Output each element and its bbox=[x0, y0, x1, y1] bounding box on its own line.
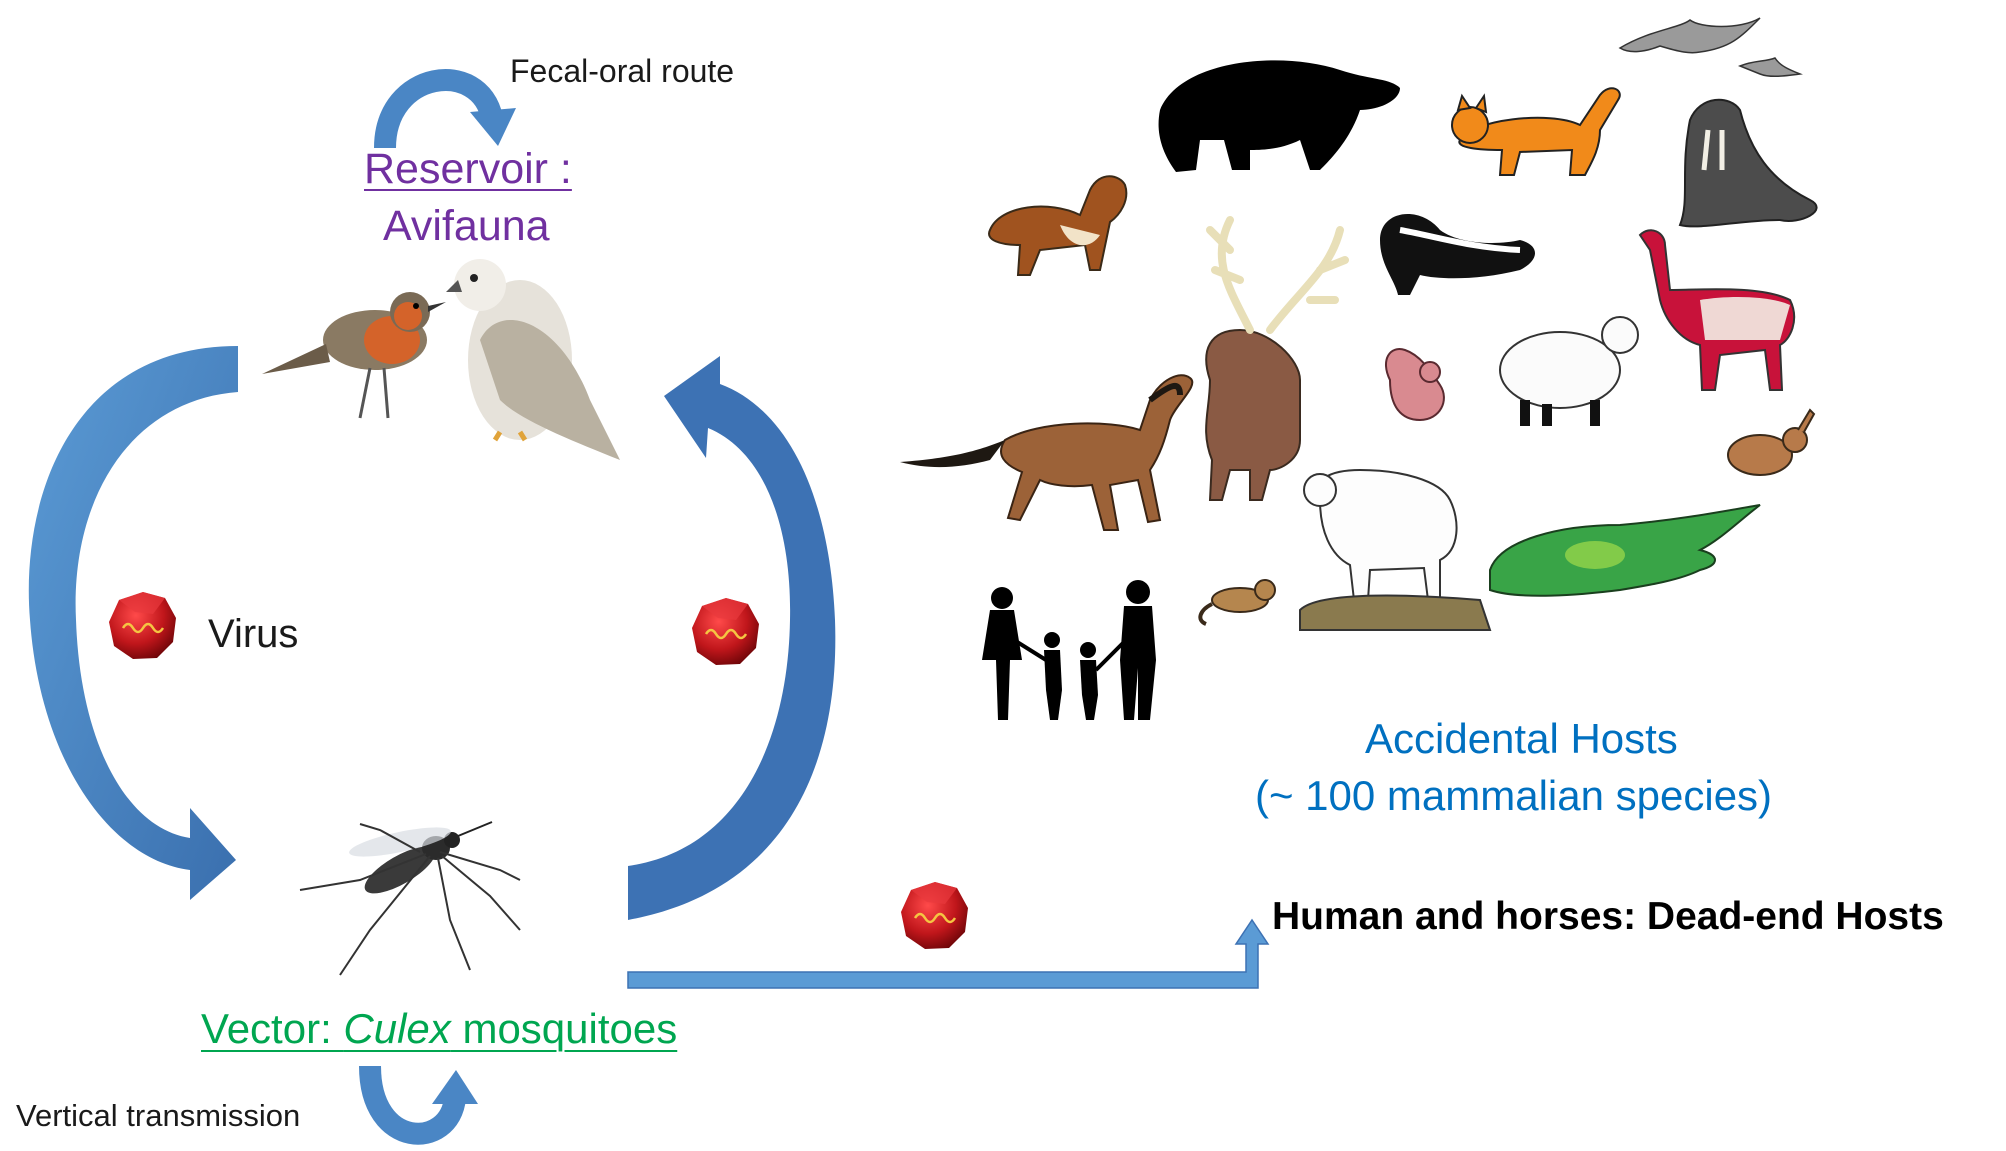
mountain-goat-icon bbox=[1300, 470, 1490, 630]
virus-icon-cycle bbox=[692, 598, 759, 665]
bat-icon bbox=[1620, 18, 1800, 76]
mosquito-icon bbox=[300, 821, 520, 975]
vector-suffix: mosquitoes bbox=[451, 1005, 677, 1052]
cat-icon bbox=[1452, 88, 1620, 175]
virus-label: Virus bbox=[208, 614, 298, 654]
virus-icon-transfer bbox=[901, 882, 968, 949]
reindeer-icon bbox=[1206, 220, 1345, 500]
vector-prefix: Vector: bbox=[201, 1005, 343, 1052]
virus-icon bbox=[109, 592, 176, 659]
falcon-icon bbox=[446, 259, 620, 460]
squirrel-icon bbox=[1386, 349, 1444, 420]
vertical-transmission-label: Vertical transmission bbox=[16, 1100, 300, 1131]
vector-label: Vector: Culex mosquitoes bbox=[201, 1008, 677, 1050]
fecal-oral-label: Fecal-oral route bbox=[510, 55, 734, 87]
vertical-transmission-arrow bbox=[370, 1066, 478, 1134]
reservoir-subtitle: Avifauna bbox=[383, 205, 550, 248]
chipmunk-icon bbox=[1200, 580, 1275, 624]
bear-icon bbox=[1159, 60, 1400, 172]
rabbit-icon bbox=[1728, 410, 1814, 475]
walrus-icon bbox=[1680, 100, 1817, 227]
robin-icon bbox=[262, 292, 446, 418]
reservoir-title: Reservoir : bbox=[364, 148, 572, 191]
crocodile-icon bbox=[1490, 505, 1760, 596]
horse-icon bbox=[900, 375, 1192, 530]
sheep-icon bbox=[1500, 317, 1638, 426]
skunk-icon bbox=[1380, 214, 1535, 295]
vector-genus: Culex bbox=[343, 1005, 450, 1052]
accidental-hosts-subtitle: (~ 100 mammalian species) bbox=[1255, 775, 1772, 817]
dog-icon bbox=[989, 176, 1126, 275]
llama-icon bbox=[1640, 230, 1794, 390]
accidental-hosts-title: Accidental Hosts bbox=[1365, 718, 1678, 760]
human-family-icon bbox=[982, 580, 1156, 720]
fecal-oral-arrow bbox=[385, 80, 516, 148]
dead-end-hosts-label: Human and horses: Dead-end Hosts bbox=[1272, 897, 1944, 936]
